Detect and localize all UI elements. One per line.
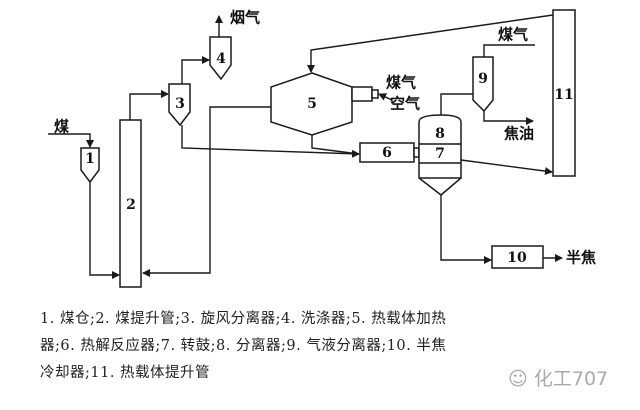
- pyrolysis-reactor-unit-6: 6: [359, 142, 420, 163]
- unit-label-5: 5: [307, 96, 317, 112]
- unit-label-7: 7: [435, 146, 445, 162]
- coal-feed-line: [48, 133, 94, 148]
- return-to-heater-line: [307, 14, 554, 73]
- unit-label-6: 6: [382, 145, 392, 161]
- coal-label: 煤: [54, 118, 69, 136]
- caption-line-3: 冷却器;11. 热载体提升管: [40, 365, 211, 381]
- semicoke-cooler-unit-10: 10: [491, 245, 544, 269]
- heat-carrier-heater-unit-5: 5: [270, 72, 379, 136]
- cyclone-to-scrubber-line: [181, 56, 210, 84]
- unit-label-9: 9: [478, 71, 488, 87]
- figure-caption: 1. 煤仓;2. 煤提升管;3. 旋风分离器;4. 洗涤器;5. 热载体加热 器…: [40, 306, 520, 387]
- unit-label-11: 11: [554, 87, 573, 103]
- caption-line-1: 1. 煤仓;2. 煤提升管;3. 旋风分离器;4. 洗涤器;5. 热载体加热: [40, 311, 447, 327]
- semicoke-label: 半焦: [566, 249, 596, 267]
- watermark-text: 化工707: [533, 368, 609, 390]
- unit-label-2: 2: [126, 197, 136, 213]
- gas-liquid-separator-unit-9: 9: [472, 56, 494, 113]
- coal-bin-unit-1: 1: [80, 147, 100, 184]
- cyclone-to-reactor-line: [181, 125, 360, 158]
- drum-to-lift-line: [460, 159, 553, 176]
- coal-riser-unit-2: 2: [119, 119, 142, 288]
- riser-to-cyclone-line: [129, 90, 169, 120]
- unit-label-4: 4: [216, 51, 226, 67]
- gas-out-line: [483, 44, 535, 57]
- bin-to-riser-line: [89, 182, 120, 279]
- air-label: 空气: [390, 95, 420, 113]
- heater-to-reactor-line: [311, 135, 360, 155]
- flue-gas-label: 烟气: [230, 9, 260, 27]
- heater-to-riser-line: [142, 106, 271, 277]
- drum-separator-vessel: 8 7: [418, 114, 462, 196]
- process-flow-diagram: 1 2 3 4 5 6 8 7 9 10: [48, 9, 596, 288]
- burner-gas-label: 煤气: [386, 74, 416, 92]
- wechat-icon: ☺: [508, 368, 534, 390]
- watermark: ☺ 化工707: [508, 364, 608, 391]
- unit-label-10: 10: [507, 250, 527, 266]
- air-in-line: [378, 93, 393, 101]
- unit-label-3: 3: [175, 96, 185, 112]
- unit-label-8: 8: [435, 126, 445, 142]
- gas-product-label: 煤气: [498, 26, 528, 44]
- tar-label: 焦油: [503, 125, 534, 143]
- caption-line-2: 器;6. 热解反应器;7. 转鼓;8. 分离器;9. 气液分离器;10. 半焦: [40, 338, 447, 354]
- unit-label-1: 1: [85, 151, 95, 167]
- heat-carrier-riser-unit-11: 11: [552, 9, 576, 177]
- separator-to-gl-line: [440, 93, 473, 116]
- tar-out-line: [483, 111, 534, 125]
- drum-to-cooler-line: [440, 195, 492, 264]
- cyclone-unit-3: 3: [168, 83, 191, 127]
- scrubber-unit-4: 4: [209, 36, 232, 81]
